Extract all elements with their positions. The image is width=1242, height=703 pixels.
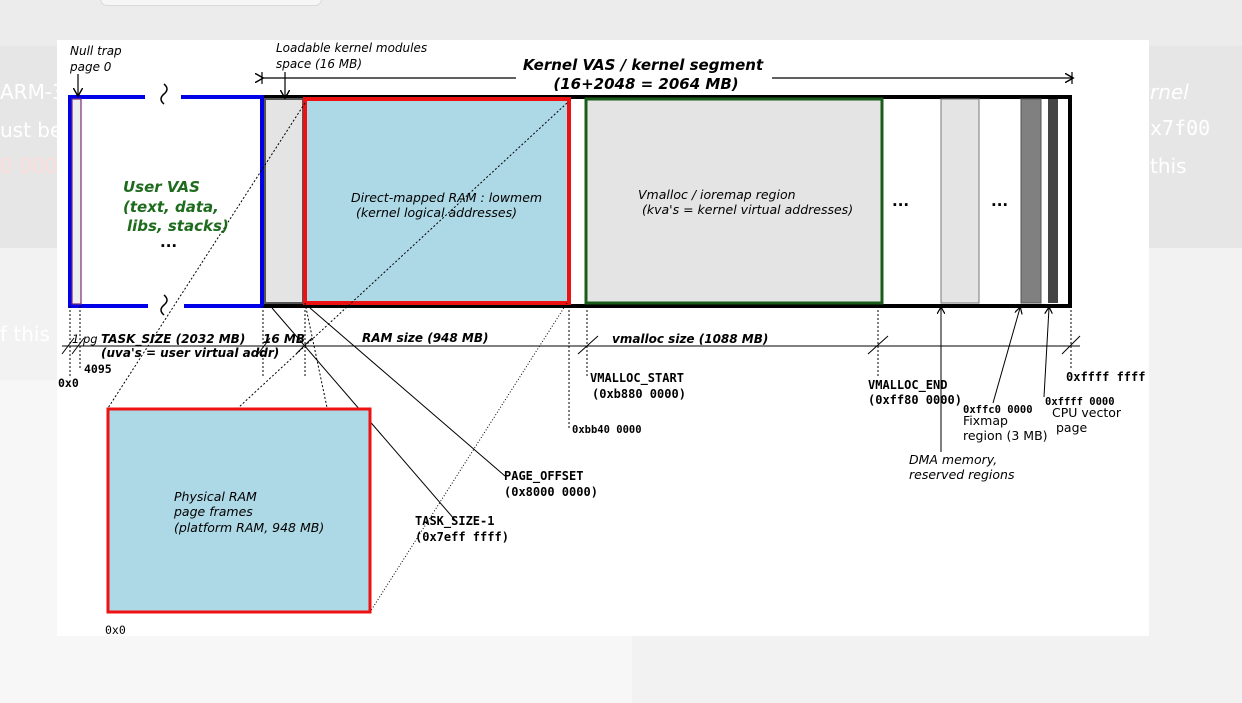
vmalloc-end-label: VMALLOC_END	[868, 378, 947, 393]
physical-ram-label-2: page frames	[173, 504, 253, 519]
fixmap-label: Fixmap	[963, 413, 1008, 428]
task-size-uva-label: (uva's = user virtual addr)	[101, 346, 279, 360]
bg-fragment: ARM-3	[0, 80, 65, 104]
bg-fragment: 0 000	[0, 154, 58, 178]
addr-4095: 4095	[84, 362, 112, 376]
physical-ram-zero: 0x0	[105, 623, 126, 637]
null-trap-page	[71, 98, 82, 305]
background-top-band	[0, 0, 1242, 46]
user-vas-label: User VAS	[123, 178, 200, 196]
bg-fragment: ust bel	[0, 118, 68, 142]
vmalloc-region	[584, 97, 884, 305]
fixmap-region	[1020, 98, 1042, 304]
ram-size-label: RAM size (948 MB)	[362, 331, 489, 345]
lowmem-label: Direct-mapped RAM : lowmem	[351, 190, 542, 205]
break-gap-bottom	[148, 299, 184, 313]
gap-ellipsis-1: ...	[892, 192, 909, 210]
page-offset-addr: (0x8000 0000)	[504, 485, 598, 499]
vector-page-region	[1048, 99, 1058, 303]
cpu-vector-label-2: page	[1056, 420, 1088, 435]
addr-vector: 0xffff 0000	[1045, 396, 1115, 408]
lowmem-label-2: (kernel logical addresses)	[356, 205, 517, 220]
modules-label: Loadable kernel modules	[276, 41, 427, 55]
physical-ram-label: Physical RAM	[174, 489, 257, 504]
vmalloc-end-addr: (0xff80 0000)	[868, 393, 962, 407]
modules-size-label: 16 MB	[263, 332, 305, 346]
user-vas-label-3: libs, stacks)	[127, 217, 229, 235]
vmalloc-label: Vmalloc / ioremap region	[638, 187, 796, 202]
break-gap-top	[145, 90, 181, 104]
page-offset-label: PAGE_OFFSET	[504, 469, 583, 484]
user-vas-block	[68, 95, 264, 308]
vmalloc-start-addr: (0xb880 0000)	[592, 387, 686, 401]
addr-fixmap: 0xffc0 0000	[963, 404, 1033, 416]
physical-ram-label-3: (platform RAM, 948 MB)	[174, 520, 324, 535]
vmalloc-label-2: (kva's = kernel virtual addresses)	[642, 202, 853, 217]
bg-fragment: f this	[0, 322, 50, 346]
null-trap-label-2: page 0	[69, 60, 112, 74]
user-vas-label-2: (text, data,	[123, 198, 219, 216]
diagram-title: Kernel VAS / kernel segment	[523, 56, 764, 74]
bg-fragment: x7f00	[1150, 116, 1211, 140]
break-mark-top	[160, 83, 168, 105]
gap-ellipsis-2: ...	[991, 192, 1008, 210]
diagram-subtitle: (16+2048 = 2064 MB)	[553, 75, 738, 93]
task-size-minus-one-addr: (0x7eff ffff)	[415, 530, 509, 544]
vmalloc-start-label: VMALLOC_START	[590, 371, 684, 386]
task-size-label: TASK_SIZE (2032 MB)	[101, 332, 245, 347]
modules-label-2: space (16 MB)	[276, 57, 362, 71]
user-vas-ellipsis: ...	[160, 233, 177, 251]
cpu-vector-label: CPU vector	[1052, 405, 1122, 420]
physical-ram-box	[106, 407, 372, 614]
dma-region	[940, 98, 980, 304]
fixmap-label-2: region (3 MB)	[963, 428, 1048, 443]
bg-fragment: rnel	[1150, 80, 1189, 104]
task-size-minus-one-label: TASK_SIZE-1	[415, 514, 494, 529]
addr-top: 0xffff ffff	[1066, 370, 1145, 384]
modules-region	[264, 98, 304, 304]
break-mark-bottom	[160, 294, 168, 316]
addr-bb40: 0xbb40 0000	[572, 424, 642, 436]
dma-label-2: reserved regions	[909, 467, 1015, 482]
lowmem-region	[303, 97, 571, 305]
addr-user-zero: 0x0	[58, 376, 79, 390]
dma-label: DMA memory,	[909, 452, 997, 467]
bg-fragment: this	[1150, 154, 1187, 178]
vmalloc-size-label: vmalloc size (1088 MB)	[612, 332, 768, 346]
null-trap-label: Null trap	[70, 44, 122, 58]
one-page-label: 1 pg	[72, 332, 98, 346]
